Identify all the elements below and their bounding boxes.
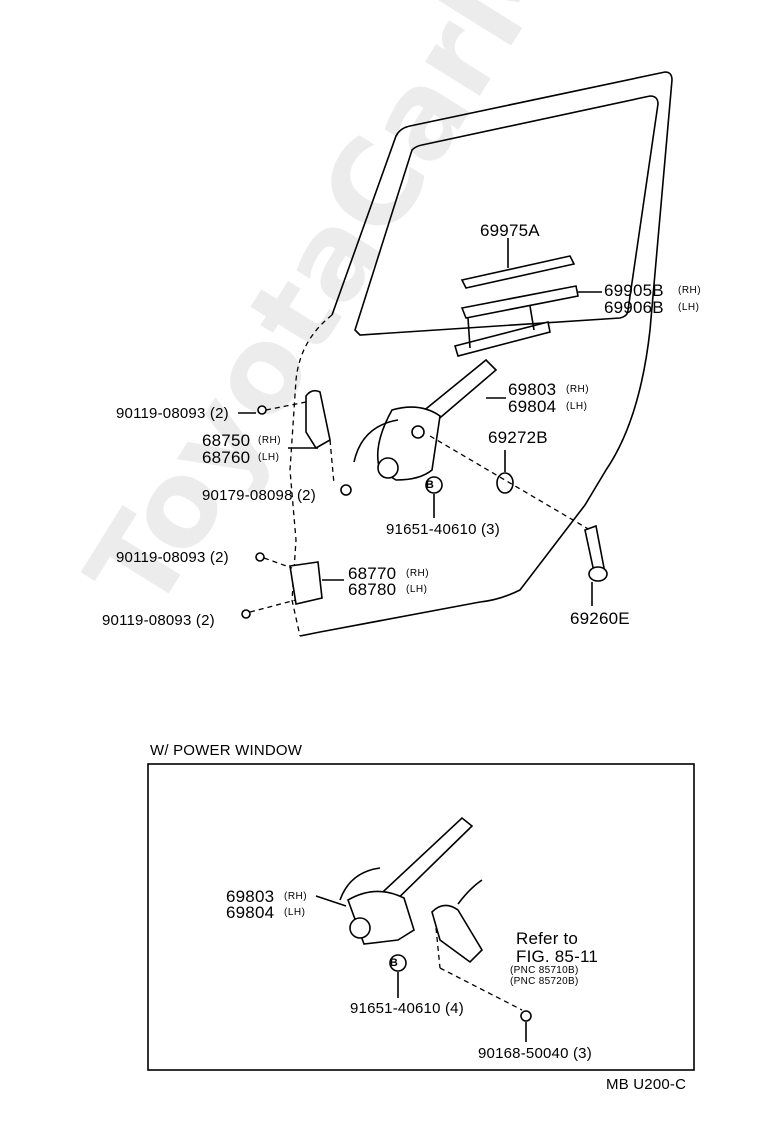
lower-hinge bbox=[241, 552, 344, 619]
label-pw-69804-side: (LH) bbox=[284, 907, 306, 918]
label-bolt-mid: 90119-08093 (2) bbox=[116, 549, 229, 566]
label-69804: 69804 bbox=[508, 397, 557, 416]
marker-b-bottom-text: B bbox=[389, 957, 399, 969]
regulator-manual bbox=[353, 358, 506, 481]
label-69906b-side: (LH) bbox=[678, 302, 700, 313]
power-window-title: W/ POWER WINDOW bbox=[150, 742, 303, 759]
label-pw-screw-b: 91651-40610 (4) bbox=[350, 1000, 464, 1017]
label-bolt-upper: 90119-08093 (2) bbox=[116, 405, 229, 422]
label-screw-b: 91651-40610 (3) bbox=[386, 521, 500, 538]
footer-code: MB U200-C bbox=[606, 1076, 687, 1093]
label-69975a: 69975A bbox=[480, 221, 540, 240]
marker-b-bottom bbox=[389, 954, 407, 998]
label-69272b: 69272B bbox=[488, 428, 548, 447]
refer-line-2: FIG. 85-11 bbox=[516, 947, 598, 966]
label-69804-side: (LH) bbox=[566, 401, 588, 412]
label-68750: 68750 bbox=[202, 431, 251, 450]
label-68750-side: (RH) bbox=[258, 435, 282, 446]
label-68770: 68770 bbox=[348, 564, 397, 583]
label-69260e: 69260E bbox=[570, 609, 630, 628]
label-69906b: 69906B bbox=[604, 298, 664, 317]
marker-b-top-text: B bbox=[425, 479, 435, 491]
label-bolt-lower: 90119-08093 (2) bbox=[102, 612, 215, 629]
label-69905b: 69905B bbox=[604, 281, 664, 300]
run-channel bbox=[453, 285, 602, 357]
upper-hinge bbox=[238, 389, 352, 496]
motor bbox=[431, 879, 532, 1042]
weatherstrip bbox=[460, 238, 576, 289]
label-69803-side: (RH) bbox=[566, 384, 590, 395]
label-68770-side: (RH) bbox=[406, 568, 430, 579]
label-nut: 90179-08098 (2) bbox=[202, 487, 316, 504]
label-69905b-side: (RH) bbox=[678, 285, 702, 296]
pnc-1: (PNC 85710B) bbox=[510, 965, 579, 976]
power-window-box bbox=[147, 763, 695, 1071]
label-68760-side: (LH) bbox=[258, 452, 280, 463]
regulator-power bbox=[315, 816, 474, 945]
door-outline bbox=[289, 71, 673, 637]
label-pw-69803: 69803 bbox=[226, 887, 275, 906]
pnc-2: (PNC 85720B) bbox=[510, 976, 579, 987]
refer-line-1: Refer to bbox=[516, 929, 579, 948]
washer-and-handle bbox=[429, 435, 608, 606]
marker-b-top bbox=[425, 476, 443, 518]
label-pw-69804: 69804 bbox=[226, 903, 275, 922]
label-68780: 68780 bbox=[348, 580, 397, 599]
label-68760: 68760 bbox=[202, 448, 251, 467]
label-69803: 69803 bbox=[508, 380, 557, 399]
label-68780-side: (LH) bbox=[406, 584, 428, 595]
label-pw-screw: 90168-50040 (3) bbox=[478, 1045, 592, 1062]
label-pw-69803-side: (RH) bbox=[284, 891, 308, 902]
